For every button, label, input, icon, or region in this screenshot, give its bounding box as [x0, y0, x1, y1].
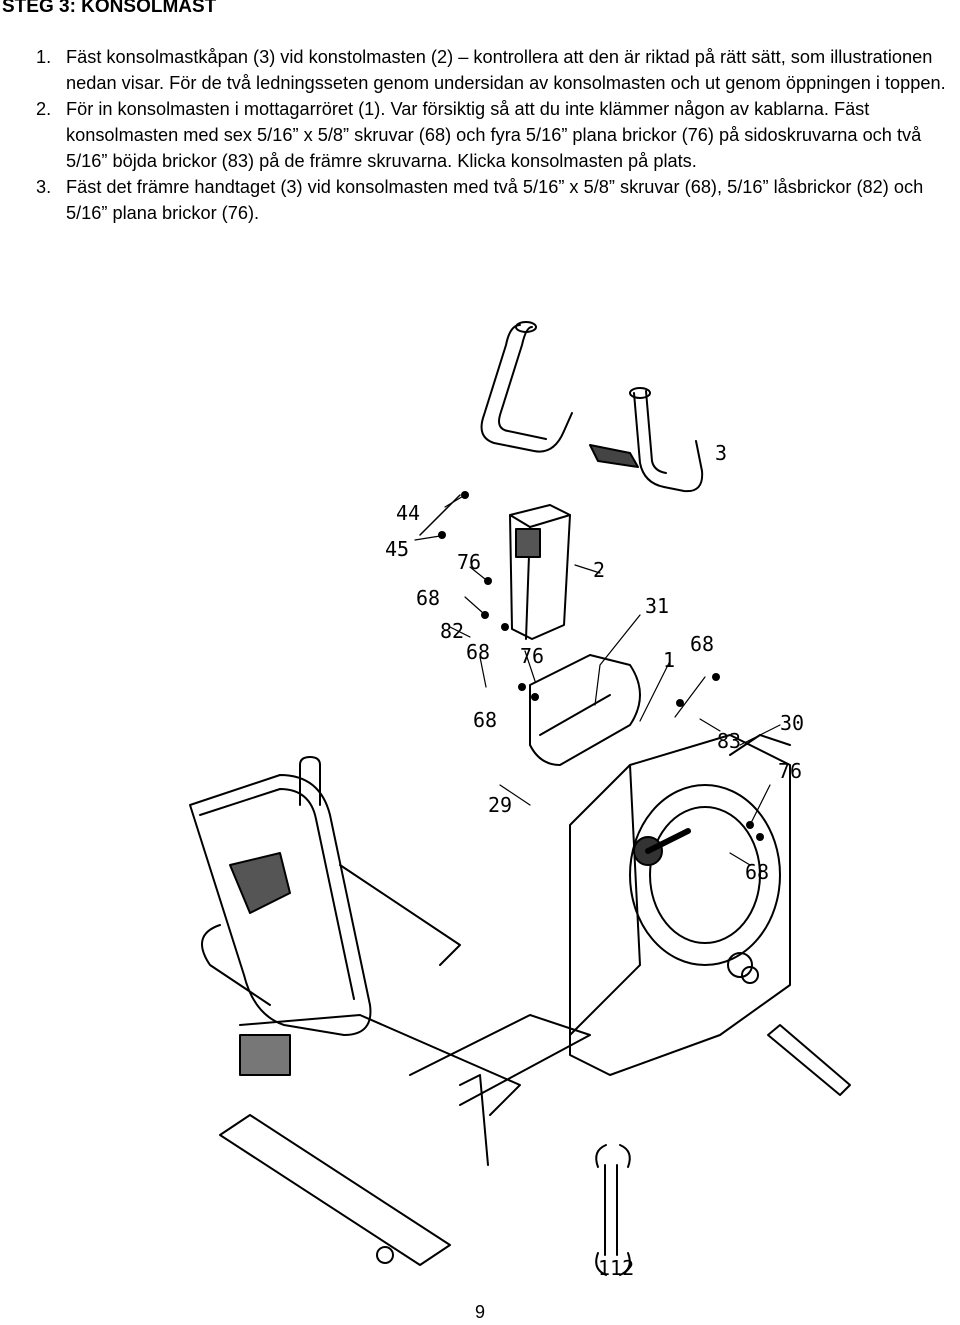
callout-68: 68: [466, 640, 490, 664]
hardware-screws: [438, 491, 764, 841]
wrench-tool: [595, 1144, 631, 1276]
instruction-step-3: 3. Fäst det främre handtaget (3) vid kon…: [0, 174, 960, 226]
callout-3: 3: [715, 441, 727, 465]
assembly-illustration: 3 44 45 76 2 68 31 82 68 76 1 68 68 83 3…: [160, 305, 960, 1295]
callout-1: 1: [663, 648, 675, 672]
step-text-continued: Fäst konsolmasten med sex 5/16” x 5/8” s…: [66, 99, 922, 171]
callout-45: 45: [385, 537, 409, 561]
callout-82: 82: [440, 619, 464, 643]
leader-lines: [414, 494, 781, 866]
callout-112: 112: [598, 1256, 634, 1280]
step-warning: Var försiktig så att du inte klämmer någ…: [390, 99, 829, 119]
callout-2: 2: [593, 558, 605, 582]
step-number: 2.: [36, 99, 52, 119]
bike-drawing: 3 44 45 76 2 68 31 82 68 76 1 68 68 83 3…: [189, 321, 851, 1280]
page-number: 9: [474, 1302, 485, 1322]
step-text: Fäst det främre handtaget (3) vid konsol…: [66, 177, 924, 223]
callout-76: 76: [457, 550, 481, 574]
callout-31: 31: [645, 594, 669, 618]
callout-29: 29: [488, 793, 512, 817]
callout-44: 44: [396, 501, 420, 525]
callout-76: 76: [778, 759, 802, 783]
instruction-step-1: 1. Fäst konsolmastkåpan (3) vid konstolm…: [0, 44, 960, 96]
instruction-step-2: 2. För in konsolmasten i mottagarröret (…: [0, 96, 960, 174]
callout-76: 76: [520, 644, 544, 668]
console-mast-part: [419, 494, 571, 640]
frame-part: [569, 734, 851, 1096]
callout-68: 68: [690, 632, 714, 656]
shroud-part: [529, 654, 641, 766]
instruction-list: 1. Fäst konsolmastkåpan (3) vid konstolm…: [0, 44, 960, 226]
base-part: [219, 952, 753, 1266]
step-number: 3.: [36, 177, 52, 197]
callout-68: 68: [745, 860, 769, 884]
seat-part: [189, 756, 521, 1116]
callout-83: 83: [717, 729, 741, 753]
step-number: 1.: [36, 47, 52, 67]
callout-68: 68: [416, 586, 440, 610]
callout-30: 30: [780, 711, 804, 735]
page-title: STEG 3: KONSOLMAST: [2, 0, 217, 17]
callout-68: 68: [473, 708, 497, 732]
step-text: För in konsolmasten i mottagarröret (1).: [66, 99, 386, 119]
step-text: Fäst konsolmastkåpan (3) vid konstolmast…: [66, 47, 946, 93]
handlebar-part: [480, 321, 704, 493]
